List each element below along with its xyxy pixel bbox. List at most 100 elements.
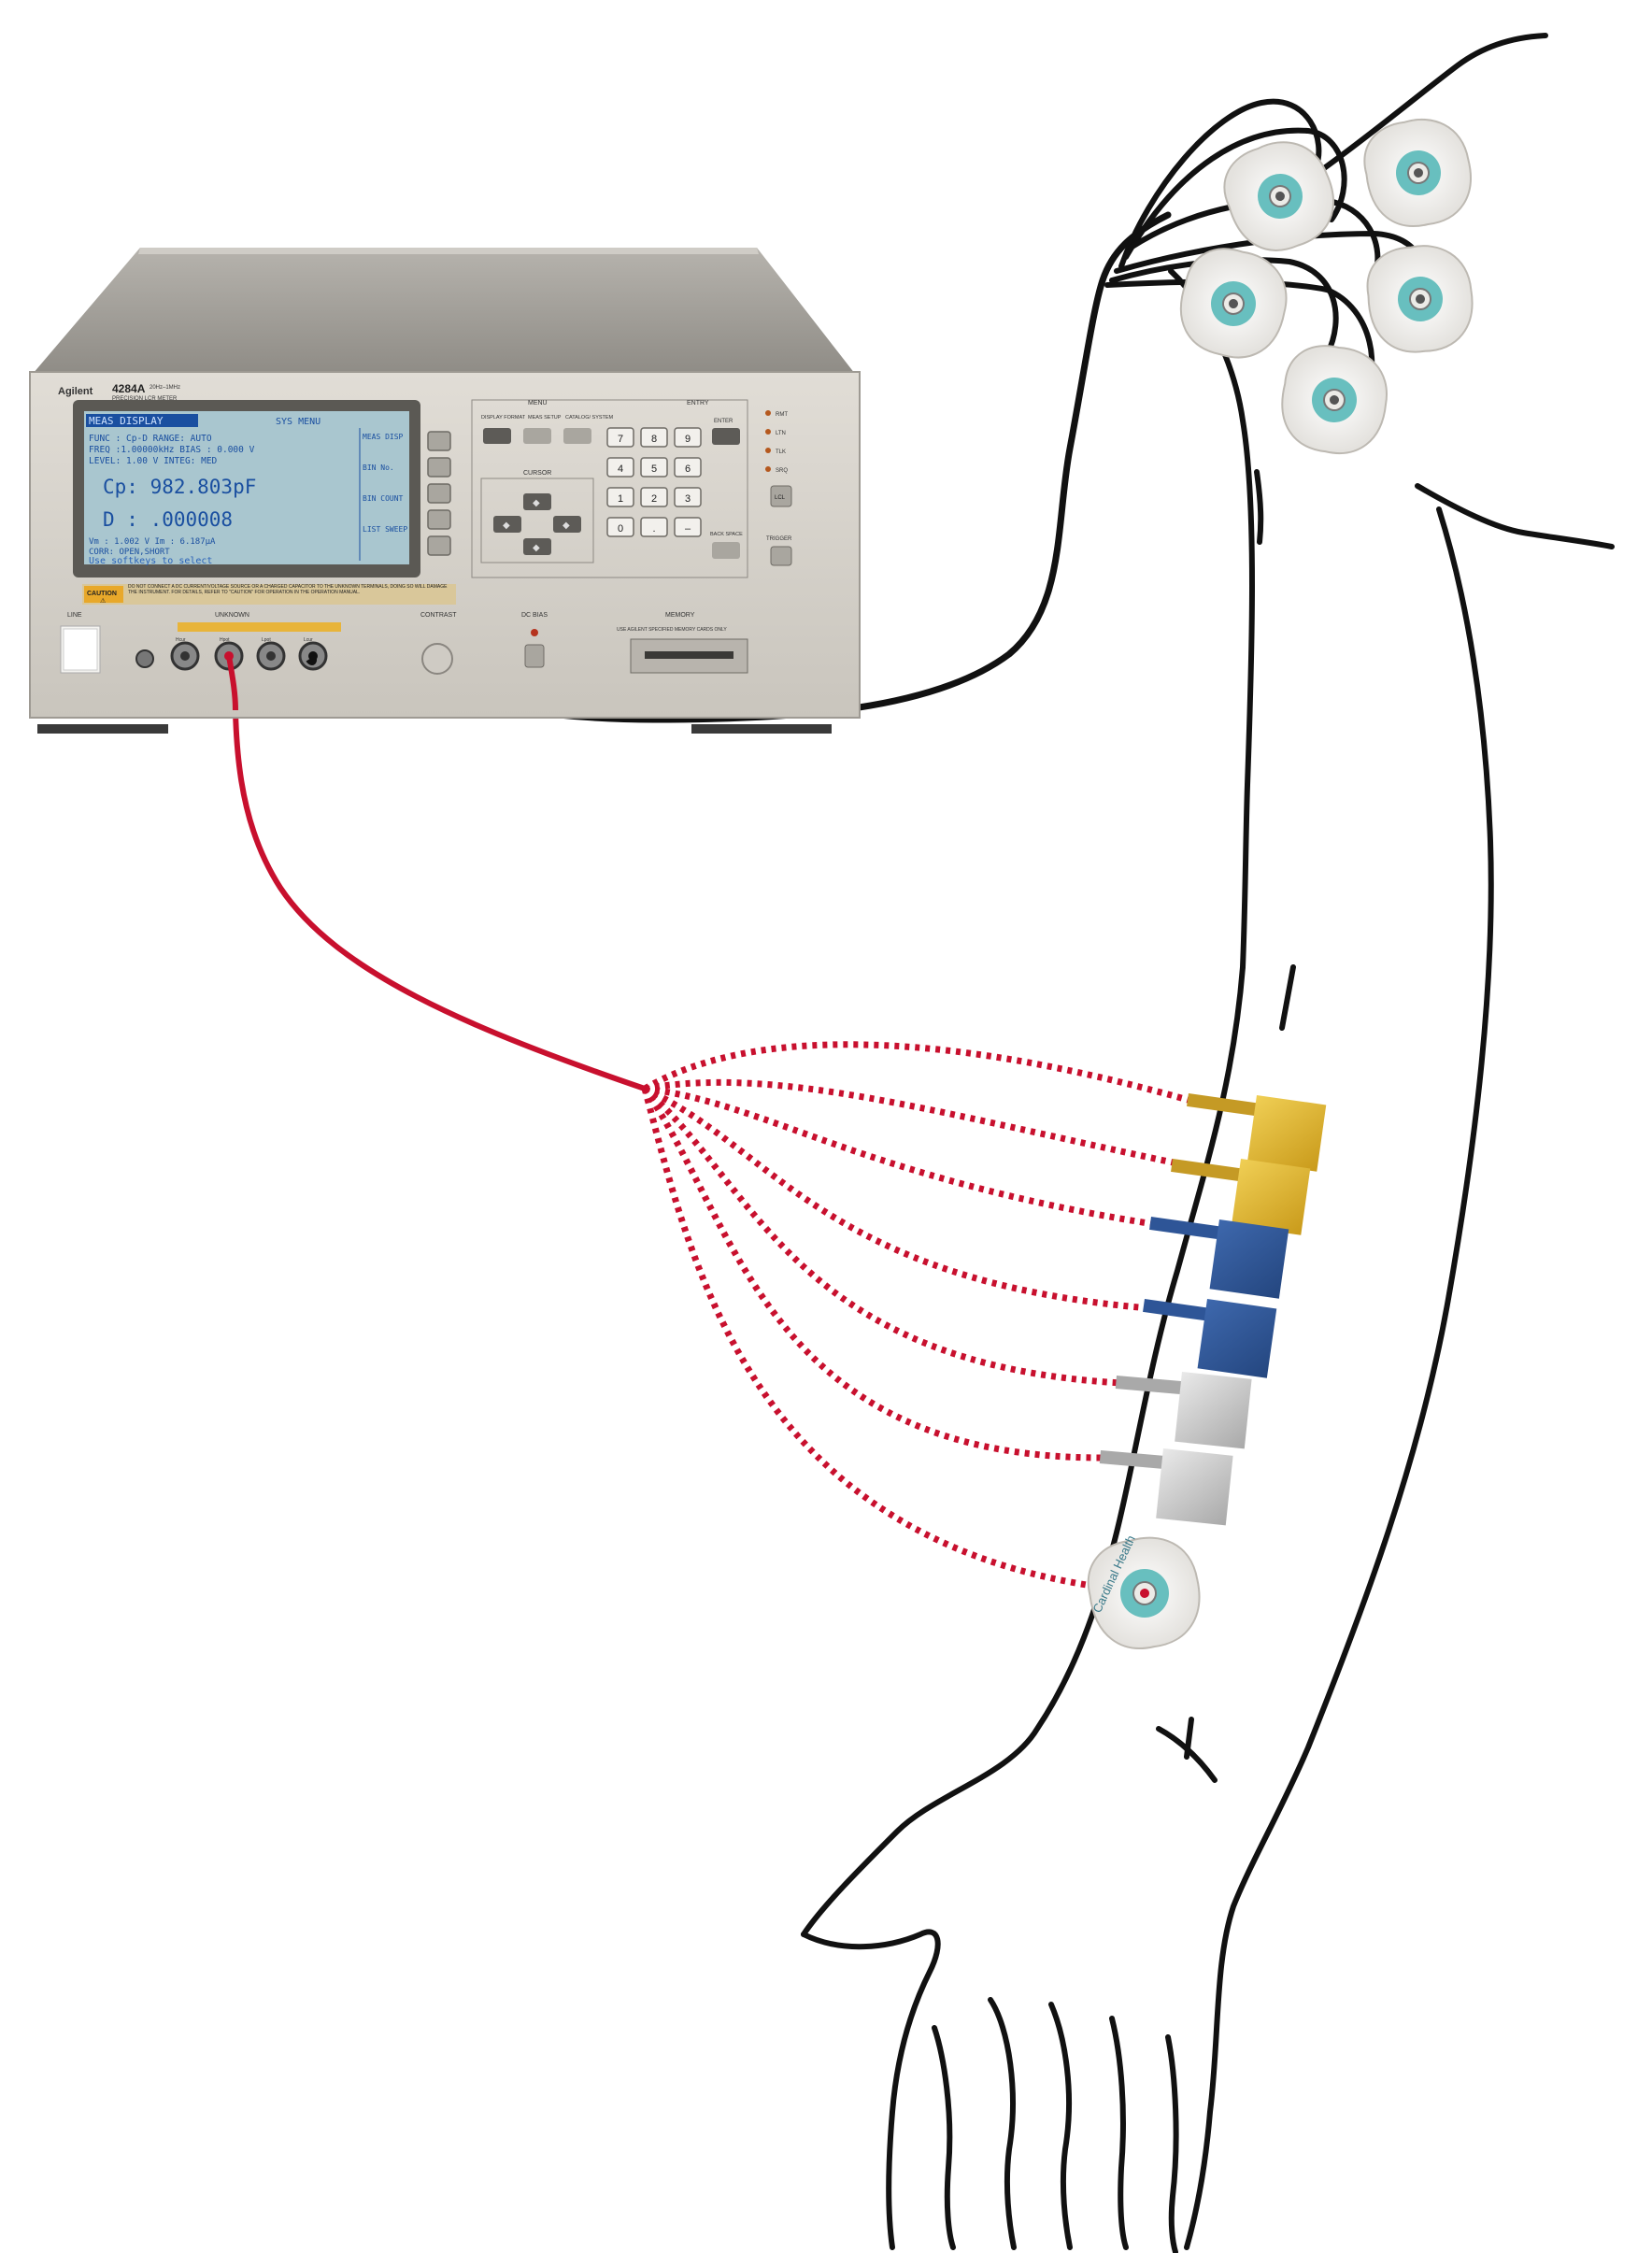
electrode-pad-4	[1366, 245, 1474, 353]
dc-bias-led	[531, 629, 538, 636]
enter-key[interactable]	[712, 428, 740, 445]
softkey-4[interactable]	[427, 509, 451, 530]
screen-header-left: MEAS DISPLAY	[89, 415, 164, 427]
screen-row5: CORR: OPEN,SHORT	[89, 548, 170, 557]
back-space-key[interactable]	[712, 542, 740, 559]
softkey-label-4: LIST SWEEP	[363, 525, 407, 534]
caution-text: DO NOT CONNECT A DC CURRENT/VOLTAGE SOUR…	[128, 584, 448, 595]
led-label-ltn: LTN	[776, 431, 786, 436]
status-leds: RMT LTN TLK SRQ	[765, 410, 788, 474]
menu-key-label-2: MEAS SETUP	[528, 415, 562, 421]
terminal-label-lpot: Lpot	[262, 637, 271, 643]
meas-setup-key[interactable]	[523, 428, 551, 444]
led-label-rmt: RMT	[776, 412, 788, 418]
keypad-key-7[interactable]	[606, 427, 634, 448]
guard-terminal[interactable]	[135, 649, 154, 668]
keypad-key-0[interactable]	[606, 517, 634, 537]
forearm-electrode: Cardinal Health	[1087, 1533, 1201, 1649]
capacitance-reading: Cp: 982.803pF	[103, 476, 256, 498]
down-arrow-icon: ◆	[533, 543, 540, 553]
contrast-label: CONTRAST	[420, 612, 457, 619]
display-format-key[interactable]	[483, 428, 511, 444]
cursor-down-key[interactable]	[523, 538, 551, 555]
gold-electrode-2	[1231, 1159, 1311, 1235]
softkey-label-1: MEAS DISP	[363, 433, 404, 441]
lcd-screen	[84, 411, 409, 564]
model-number: 4284A	[112, 382, 146, 395]
keypad-key-label: .	[652, 523, 655, 535]
keypad-key-3[interactable]	[674, 487, 702, 507]
caution-strip	[82, 584, 456, 605]
trigger-key[interactable]	[770, 546, 792, 566]
softkeys	[427, 431, 451, 556]
red-wire	[232, 651, 648, 1091]
keypad-key-dot[interactable]	[640, 517, 668, 537]
screen-row1: FUNC : Cp-D RANGE: AUTO	[89, 434, 212, 444]
entry-section-label: ENTRY	[687, 400, 709, 406]
keypad-key-label: 9	[685, 434, 691, 445]
electrode-pad-5	[1281, 345, 1388, 454]
memory-label: MEMORY	[665, 612, 695, 619]
dc-bias-label: DC BIAS	[521, 612, 548, 619]
softkey-1[interactable]	[427, 431, 451, 451]
menu-key-label-3: CATALOG/ SYSTEM	[565, 415, 614, 421]
dc-bias-key[interactable]	[524, 644, 545, 668]
lcr-meter: Agilent 4284A 20Hz–1MHz PRECISION LCR ME…	[29, 248, 861, 734]
silver-electrode-tab-1	[1115, 1375, 1187, 1395]
trigger-label: TRIGGER	[766, 536, 792, 542]
menu-key-label-1: DISPLAY FORMAT	[481, 415, 526, 421]
softkey-3[interactable]	[427, 483, 451, 504]
catalog-system-key[interactable]	[563, 428, 591, 444]
blue-electrode-2	[1197, 1299, 1277, 1378]
contrast-knob[interactable]	[421, 643, 453, 675]
silver-electrode-1	[1175, 1372, 1252, 1449]
softkey-label-3: BIN COUNT	[363, 494, 404, 503]
meter-top-cover	[33, 248, 855, 374]
brand-logo: Agilent	[58, 386, 93, 397]
led-label-tlk: TLK	[776, 449, 786, 455]
enter-key-label: ENTER	[714, 419, 733, 424]
dotted-leads	[641, 1041, 1192, 1592]
led-label-srq: SRQ	[776, 468, 788, 474]
electrode-pad-1	[1223, 141, 1334, 251]
top-electrodes	[1179, 118, 1474, 454]
terminal-label-lcur: Lcur	[304, 637, 313, 643]
keypad-key-minus[interactable]	[674, 517, 702, 537]
softkey-5[interactable]	[427, 535, 451, 556]
cursor-up-key[interactable]	[523, 493, 551, 510]
right-arrow-icon: ◆	[563, 520, 570, 531]
memory-note: USE AGILENT SPECIFIED MEMORY CARDS ONLY	[617, 627, 727, 633]
keypad-key-8[interactable]	[640, 427, 668, 448]
keypad-key-label: 4	[618, 463, 623, 475]
screen-prompt: Use softkeys to select	[89, 556, 212, 566]
arm-outline	[801, 33, 1615, 2253]
electrode-pad-2	[1363, 118, 1472, 227]
keypad-key-label: 8	[651, 434, 657, 445]
keypad-key-9[interactable]	[674, 427, 702, 448]
keypad-key-label: 3	[685, 493, 691, 505]
softkey-label-2: BIN No.	[363, 463, 394, 472]
gold-electrode-tab-1	[1187, 1093, 1259, 1117]
keypad-key-5[interactable]	[640, 457, 668, 478]
cursor-right-key[interactable]	[553, 516, 581, 533]
cursor-left-key[interactable]	[493, 516, 521, 533]
silver-electrode-tab-2	[1099, 1449, 1171, 1470]
local-key[interactable]	[770, 485, 792, 507]
keypad-key-1[interactable]	[606, 487, 634, 507]
keypad-key-4[interactable]	[606, 457, 634, 478]
dissipation-reading: D : .000008	[103, 508, 233, 531]
blue-electrode-tab-2	[1143, 1299, 1215, 1322]
screen-row4: Vm : 1.002 V Im : 6.187µA	[89, 537, 216, 547]
keypad-key-label: 2	[651, 493, 657, 505]
keypad-key-6[interactable]	[674, 457, 702, 478]
softkey-2[interactable]	[427, 457, 451, 478]
blue-electrode-tab-1	[1149, 1216, 1221, 1240]
back-space-label: BACK SPACE	[710, 532, 743, 537]
flat-electrodes	[1099, 1093, 1327, 1526]
keypad-key-2[interactable]	[640, 487, 668, 507]
terminal-label-hcur: Hcur	[176, 637, 186, 643]
unknown-label: UNKNOWN	[215, 612, 249, 619]
keypad-key-label: 1	[618, 493, 623, 505]
